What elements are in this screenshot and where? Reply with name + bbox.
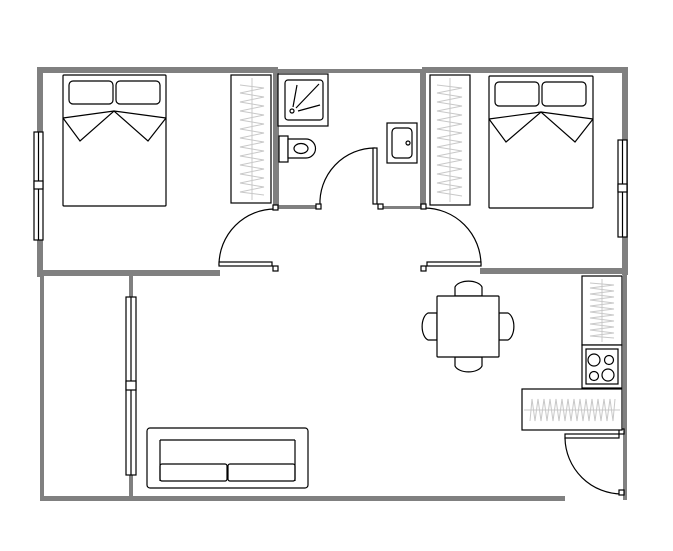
window-left	[33, 131, 44, 241]
door-bathroom[interactable]	[315, 147, 384, 210]
stove	[581, 344, 623, 389]
kitchen-counter	[521, 388, 623, 431]
door-entrance[interactable]	[564, 428, 625, 496]
wardrobe-right	[429, 74, 471, 206]
bed-left	[62, 74, 167, 207]
sink	[386, 122, 418, 164]
door-bedroom-left[interactable]	[218, 204, 279, 272]
bed-right	[488, 75, 594, 209]
door-bedroom-right[interactable]	[420, 203, 482, 272]
kitchen-cabinet	[581, 275, 623, 346]
toilet	[278, 135, 317, 163]
window-living	[125, 296, 137, 476]
wardrobe-left	[230, 74, 272, 204]
dining-table	[421, 280, 515, 373]
window-right	[617, 139, 628, 238]
sofa	[146, 427, 309, 489]
shower	[277, 73, 329, 127]
